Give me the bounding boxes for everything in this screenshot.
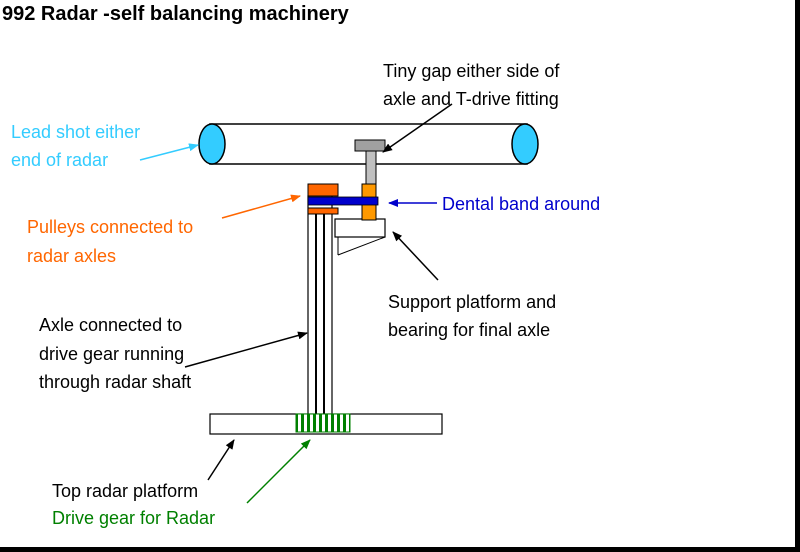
support-platform-arrow	[392, 231, 439, 281]
label-axle-line2: drive gear running	[39, 344, 184, 364]
dental-band	[307, 196, 379, 206]
pulley-bottom	[307, 207, 339, 215]
label-lead-shot-line2: end of radar	[11, 150, 108, 170]
radar-antenna-drum	[198, 123, 539, 165]
pulleys-arrow	[221, 194, 301, 219]
label-tiny-gap-line1: Tiny gap either side of	[383, 61, 560, 81]
radar-shaft	[307, 195, 333, 417]
lead-shot-left	[198, 123, 226, 165]
label-drive-gear: Drive gear for Radar	[52, 508, 215, 528]
label-pulleys-line2: radar axles	[27, 246, 116, 266]
label-support-platform-line1: Support platform and	[388, 292, 556, 312]
lead-shot-arrow	[139, 143, 199, 161]
drive-gear	[295, 413, 351, 433]
label-dental-band: Dental band around	[442, 194, 600, 214]
lead-shot-right	[511, 123, 539, 165]
support-platform	[334, 218, 386, 256]
axle-arrow	[184, 331, 308, 368]
diagram-title: 992 Radar -self balancing machinery	[2, 3, 349, 25]
pulley-top	[307, 183, 339, 197]
label-support-platform-line2: bearing for final axle	[388, 320, 550, 340]
label-axle-line1: Axle connected to	[39, 315, 182, 335]
top-platform-arrow	[207, 439, 235, 481]
tiny-gap-arrow	[382, 103, 453, 153]
label-tiny-gap-line2: axle and T-drive fitting	[383, 89, 559, 109]
drive-gear-arrow	[246, 439, 311, 504]
label-lead-shot-line1: Lead shot either	[11, 122, 140, 142]
label-pulleys-line1: Pulleys connected to	[27, 217, 193, 237]
label-top-platform: Top radar platform	[52, 481, 198, 501]
label-axle-line3: through radar shaft	[39, 372, 191, 392]
